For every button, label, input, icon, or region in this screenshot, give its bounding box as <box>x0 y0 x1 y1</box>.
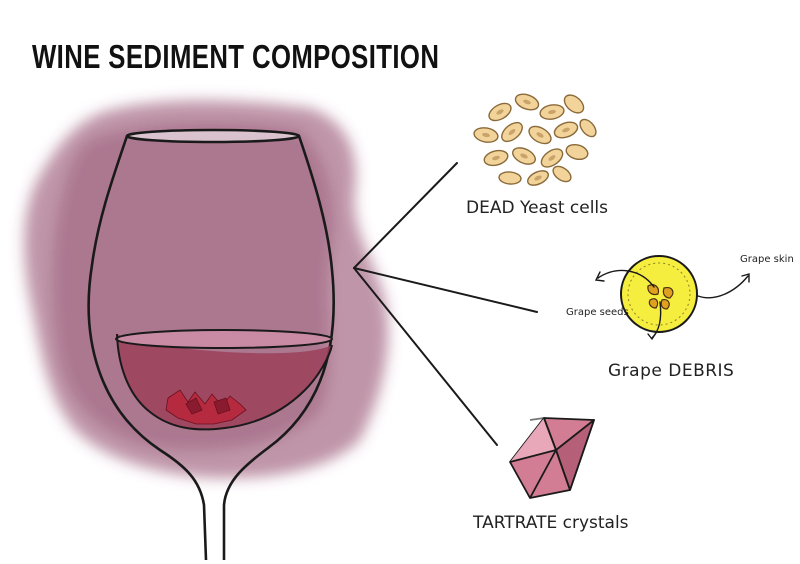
sediment-deposit <box>165 389 247 425</box>
label-dead-yeast: DEAD Yeast cells <box>466 198 608 218</box>
connector-yeast <box>353 162 458 269</box>
connector-lines <box>353 162 538 446</box>
label-tartrate-crystals: TARTRATE crystals <box>473 513 629 533</box>
debris-arrows <box>594 269 750 341</box>
arrow-to-skin <box>697 275 749 299</box>
tartrate-crystal-illustration <box>509 417 595 499</box>
label-grape-skin: Grape skin <box>740 254 794 265</box>
glass-left-wall <box>87 134 208 562</box>
label-grape-debris: Grape DEBRIS <box>608 361 735 381</box>
label-grape-seeds: Grape seeds <box>566 307 629 318</box>
grape-debris-illustration <box>594 255 750 341</box>
diagram-title: WINE SEDIMENT COMPOSITION <box>32 38 440 75</box>
connector-debris <box>353 267 538 313</box>
connector-tartrate <box>353 267 498 446</box>
yeast-cells-illustration <box>473 93 597 186</box>
glass-rim <box>125 128 301 144</box>
grape-seed-shape <box>647 284 674 310</box>
wine-liquid <box>115 329 333 431</box>
arrow-to-seeds <box>597 269 655 288</box>
